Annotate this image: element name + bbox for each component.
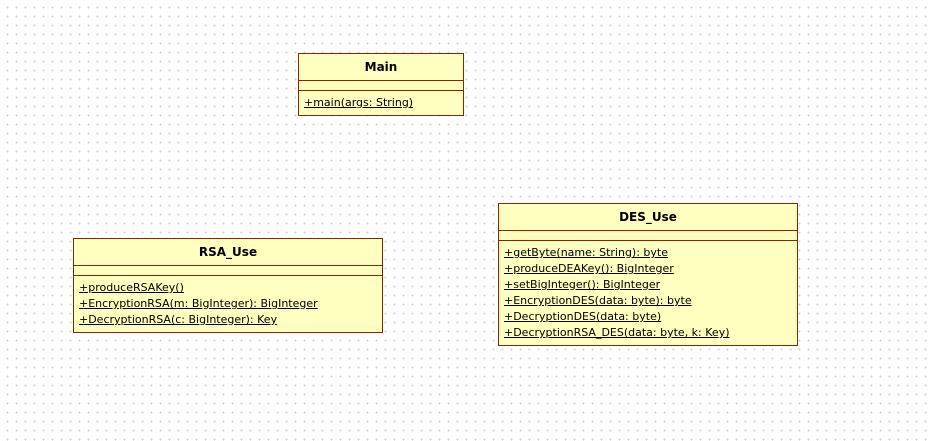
class-name: DES_Use: [499, 204, 797, 231]
attributes-compartment: [299, 81, 463, 91]
operations-compartment: +getByte(name: String): byte +produceDEA…: [499, 241, 797, 345]
class-rsa-use[interactable]: RSA_Use +produceRSAKey() +EncryptionRSA(…: [73, 238, 383, 333]
class-name: RSA_Use: [74, 239, 382, 266]
class-des-use[interactable]: DES_Use +getByte(name: String): byte +pr…: [498, 203, 798, 346]
operation[interactable]: +EncryptionRSA(m: BigInteger): BigIntege…: [79, 297, 318, 310]
class-name: Main: [299, 54, 463, 81]
operations-compartment: +main(args: String): [299, 91, 463, 115]
operation[interactable]: +EncryptionDES(data: byte): byte: [504, 294, 692, 307]
class-main[interactable]: Main +main(args: String): [298, 53, 464, 116]
operation[interactable]: +DecryptionRSA_DES(data: byte, k: Key): [504, 326, 730, 339]
operation[interactable]: +DecryptionDES(data: byte): [504, 310, 662, 323]
operation[interactable]: +getByte(name: String): byte: [504, 246, 669, 259]
operation[interactable]: +main(args: String): [304, 96, 414, 109]
attributes-compartment: [74, 266, 382, 276]
operation[interactable]: +DecryptionRSA(c: BigInteger): Key: [79, 313, 278, 326]
operations-compartment: +produceRSAKey() +EncryptionRSA(m: BigIn…: [74, 276, 382, 332]
operation[interactable]: +setBigInteger(): BigInteger: [504, 278, 661, 291]
attributes-compartment: [499, 231, 797, 241]
operation[interactable]: +produceDEAKey(): BigInteger: [504, 262, 674, 275]
operation[interactable]: +produceRSAKey(): [79, 281, 184, 294]
